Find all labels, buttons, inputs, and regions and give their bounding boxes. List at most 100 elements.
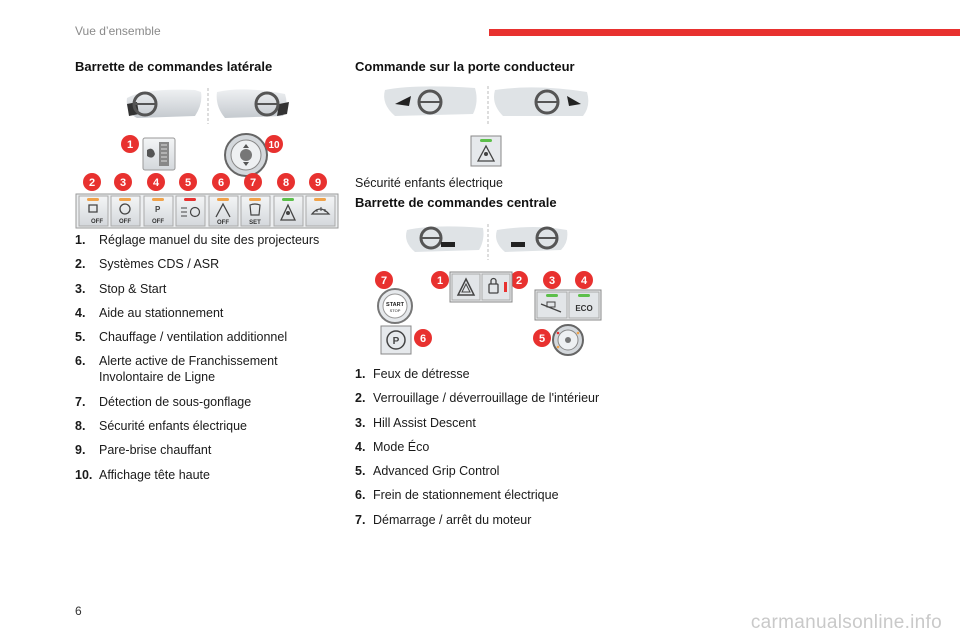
badge-3	[543, 271, 561, 289]
svg-text:4: 4	[581, 275, 588, 287]
svg-text:8: 8	[283, 177, 289, 189]
list-item: 4.Mode Éco	[355, 439, 430, 454]
list-item: 2.Verrouillage / déverrouillage de l'int…	[355, 391, 600, 406]
svg-text:OFF: OFF	[217, 220, 229, 226]
badge-6	[414, 329, 432, 347]
list-item: 5.Chauffage / ventilation additionnel	[75, 330, 288, 345]
header-accent-bar	[489, 29, 960, 36]
svg-text:9: 9	[315, 177, 321, 189]
dashboard-right-icon	[496, 226, 568, 252]
additional-heating-switch-icon	[175, 195, 206, 227]
hazard-warning-icon	[451, 273, 481, 301]
stop-start-switch-icon: OFF	[110, 195, 141, 227]
svg-text:5: 5	[185, 177, 191, 189]
list-item: 7.Démarrage / arrêt du moteur	[355, 512, 532, 527]
badge-4	[575, 271, 593, 289]
head-up-display-dial-icon	[224, 133, 268, 177]
svg-text:7: 7	[381, 275, 387, 287]
center-panel-list: 1.Feux de détresse 2.Verrouillage / déve…	[355, 366, 625, 536]
svg-text:START: START	[386, 302, 405, 308]
badge-2	[83, 173, 101, 191]
door-control-title: Commande sur la porte conducteur	[355, 59, 575, 74]
svg-text:6: 6	[420, 333, 426, 345]
door-control-illustration	[384, 86, 589, 167]
headlamp-adjuster-icon	[142, 137, 176, 171]
list-item: 2.Systèmes CDS / ASR	[75, 257, 220, 272]
svg-text:6: 6	[218, 177, 224, 189]
svg-text:4: 4	[153, 177, 160, 189]
badge-5	[179, 173, 197, 191]
badge-1	[121, 135, 139, 153]
badge-6	[212, 173, 230, 191]
svg-text:OFF: OFF	[152, 219, 164, 225]
side-panel-illustration: 1 10 2 3 4 5 6 7 8 9 OFF OFF	[75, 88, 339, 229]
callout-badges: 1 10 2 3 4 5 6 7 8 9	[83, 135, 327, 191]
cds-asr-switch-icon: OFF	[78, 195, 109, 227]
svg-text:7: 7	[250, 177, 256, 189]
hadc-eco-panel: ECO	[534, 289, 602, 321]
parking-aid-switch-icon: P OFF	[143, 195, 174, 227]
tyre-pressure-switch-icon: SET	[240, 195, 271, 227]
badge-10	[265, 135, 283, 153]
badge-7	[375, 271, 393, 289]
svg-text:2: 2	[89, 177, 95, 189]
hazard-lock-panel	[449, 271, 513, 303]
central-locking-icon	[481, 273, 511, 301]
badge-2	[510, 271, 528, 289]
child-lock-switch-icon	[273, 195, 304, 227]
dashboard-left-icon	[406, 226, 484, 252]
badge-8	[277, 173, 295, 191]
badge-5	[533, 329, 551, 347]
svg-text:STOP: STOP	[390, 308, 401, 313]
side-panel-list: 1.Réglage manuel du site des projecteurs…	[75, 232, 345, 491]
dashboard-left-icon	[126, 89, 202, 118]
list-item: 10.Affichage tête haute	[75, 467, 210, 482]
center-panel-title: Barrette de commandes centrale	[355, 195, 557, 210]
svg-text:OFF: OFF	[119, 219, 131, 225]
svg-text:SET: SET	[249, 220, 261, 226]
badge-7	[244, 173, 262, 191]
side-panel-title: Barrette de commandes latérale	[75, 59, 273, 74]
badge-9	[309, 173, 327, 191]
dashboard-right-icon	[216, 89, 289, 118]
list-item: 1.Réglage manuel du site des projecteurs	[75, 233, 320, 247]
svg-text:P: P	[393, 336, 400, 347]
grip-control-dial-icon	[552, 324, 584, 356]
list-item: 7.Détection de sous-gonflage	[75, 394, 252, 409]
header-title: Vue d’ensemble	[75, 24, 161, 38]
switch-row: OFF OFF P OFF OFF	[75, 193, 339, 229]
lane-departure-switch-icon: OFF	[208, 195, 239, 227]
list-item: 5.Advanced Grip Control	[355, 464, 500, 479]
badge-3	[114, 173, 132, 191]
svg-text:2: 2	[516, 275, 522, 287]
svg-text:1: 1	[437, 275, 443, 287]
list-item: 3.Stop & Start	[75, 281, 167, 296]
door-control-caption: Sécurité enfants électrique	[355, 176, 504, 190]
parking-brake-button-icon: P	[380, 325, 412, 355]
child-lock-button-icon	[470, 135, 502, 167]
svg-text:OFF: OFF	[91, 219, 103, 225]
dashboard-left-icon	[384, 86, 477, 116]
dashboard-right-icon	[494, 87, 589, 116]
center-panel-illustration: 7 1 2 3 4 5 6 START STOP P	[375, 224, 602, 356]
heated-windscreen-switch-icon	[305, 195, 336, 227]
watermark: carmanualsonline.info	[750, 612, 942, 633]
svg-text:3: 3	[120, 177, 126, 189]
list-item: 1.Feux de détresse	[355, 367, 470, 381]
list-item: 6.Alerte active de Franchissement Involo…	[75, 354, 278, 385]
svg-text:ECO: ECO	[575, 304, 592, 313]
list-item: 8.Sécurité enfants électrique	[75, 419, 248, 434]
list-item: 3.Hill Assist Descent	[355, 415, 476, 430]
list-item: 9.Pare-brise chauffant	[75, 443, 212, 458]
svg-text:P: P	[155, 205, 161, 214]
start-stop-button-icon: START STOP	[377, 288, 413, 324]
eco-mode-icon: ECO	[568, 291, 600, 319]
hill-descent-icon	[536, 291, 568, 319]
badge-4	[147, 173, 165, 191]
list-item: 4.Aide au stationnement	[75, 305, 224, 320]
badge-1-label: 1	[127, 139, 133, 151]
badge-1	[431, 271, 449, 289]
page-number: 6	[75, 604, 82, 618]
svg-text:5: 5	[539, 333, 545, 345]
badge-10-label: 10	[268, 140, 280, 151]
